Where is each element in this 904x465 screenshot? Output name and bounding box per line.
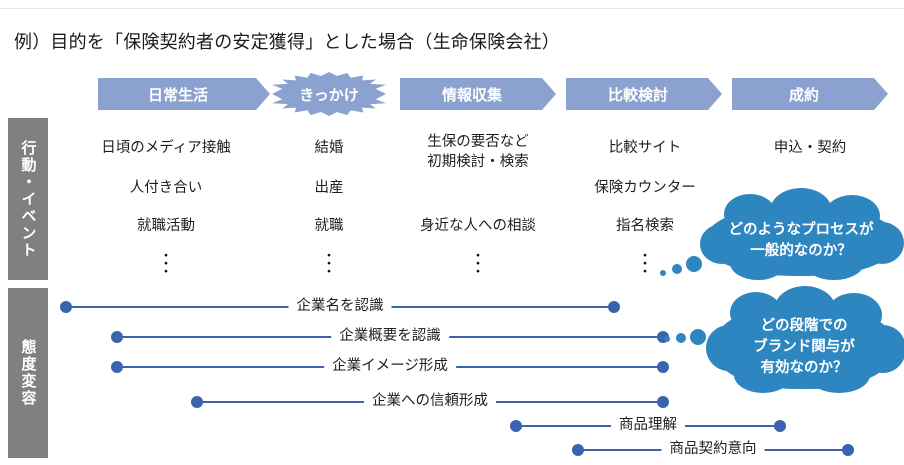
thought-bubble-text: どのようなプロセスが 一般的なのか？ (728, 222, 874, 259)
bar-end-dot (608, 301, 620, 313)
band-label-text: 態度変容 (19, 339, 37, 407)
bubble-tail-dot (664, 336, 670, 342)
attitude-bar-company-image-formation[interactable]: 企業イメージ形成 (111, 355, 669, 377)
bubble-lobe (774, 286, 836, 334)
ellipsis-dot: ・ (159, 264, 173, 279)
bubble-lobe (860, 325, 904, 373)
stage-header-information-gathering[interactable]: 情報収集 (400, 78, 556, 110)
attitude-bar-label: 商品理解 (611, 414, 685, 436)
action-cell: 結婚 (314, 140, 344, 156)
attitude-bar-company-trust-formation[interactable]: 企業への信頼形成 (191, 390, 669, 412)
bar-start-dot (510, 420, 522, 432)
band-label-text: 行動・イベント (19, 139, 37, 259)
bubble-tail-dot (672, 264, 682, 274)
band-label-action-event: 行動・イベント (8, 118, 48, 280)
thought-bubble-process-question: どのようなプロセスが 一般的なのか？ (660, 188, 904, 280)
attitude-bar-label: 企業イメージ形成 (324, 355, 456, 377)
bar-start-dot (572, 444, 584, 456)
bubble-lobe (770, 188, 832, 234)
top-divider (0, 8, 904, 9)
ellipsis-dot: ・ (471, 264, 485, 279)
ellipsis-dot: ・ (638, 248, 652, 263)
ellipsis-dot: ・ (159, 256, 173, 271)
action-cell: 出産 (314, 180, 344, 196)
action-cell: 人付き合い (129, 180, 203, 196)
attitude-bar-label: 企業名を認識 (288, 295, 392, 317)
action-cell: 比較サイト (608, 140, 682, 156)
bubble-tail-dot (676, 333, 686, 343)
bar-start-dot (111, 331, 123, 343)
bubble-lobe (804, 246, 864, 280)
action-cell: 指名検索 (616, 218, 674, 234)
bubble-lobe (860, 222, 904, 264)
bar-start-dot (191, 396, 203, 408)
action-cell: 日頃のメディア接触 (101, 140, 231, 156)
action-cell: 申込・契約 (773, 140, 847, 156)
attitude-bar-company-name-awareness[interactable]: 企業名を認識 (60, 295, 620, 317)
bar-start-dot (111, 361, 123, 373)
action-cell: 生保の要否など 初期検討・検索 (427, 134, 529, 170)
ellipsis-column-2: ・ ・ ・ (272, 248, 386, 279)
bar-end-dot (657, 396, 669, 408)
attitude-bar-label: 企業への信頼形成 (364, 390, 496, 412)
ellipsis-column-3: ・ ・ ・ (396, 248, 560, 279)
ellipsis-column-4: ・ ・ ・ (566, 248, 724, 279)
stage-header-trigger[interactable]: きっかけ (272, 72, 386, 116)
thought-bubble-brand-stage-question: どの段階での ブランド関与が 有効なのか？ (664, 286, 904, 393)
attitude-bar-company-overview-awareness[interactable]: 企業概要を認識 (111, 325, 669, 347)
ellipsis-dot: ・ (159, 248, 173, 263)
stage-header-daily-life[interactable]: 日常生活 (98, 78, 270, 110)
ellipsis-dot: ・ (322, 256, 336, 271)
attitude-bar-product-contract-intent[interactable]: 商品契約意向 (572, 438, 854, 460)
bubble-tail-dot (660, 270, 666, 276)
stage-header-label: 比較検討 (607, 86, 668, 104)
thought-bubble-text: どの段階での ブランド関与が 有効なのか？ (753, 317, 855, 376)
bubble-lobe (730, 246, 786, 280)
bar-end-dot (657, 361, 669, 373)
ellipsis-column-1: ・ ・ ・ (62, 248, 270, 279)
action-cell: 保険カウンター (594, 180, 696, 196)
bar-end-dot (842, 444, 854, 456)
stage-header-contract[interactable]: 成約 (732, 78, 888, 110)
ellipsis-dot: ・ (322, 248, 336, 263)
action-cell: 就職活動 (137, 218, 195, 234)
action-cell: 就職 (314, 218, 344, 234)
stage-header-label: 成約 (788, 86, 819, 104)
action-cell: 身近な人への相談 (420, 218, 536, 234)
attitude-bar-label: 企業概要を認識 (331, 325, 449, 347)
stage-header-comparison[interactable]: 比較検討 (566, 78, 722, 110)
stage-header-label: きっかけ (299, 86, 359, 104)
ellipsis-dot: ・ (471, 248, 485, 263)
ellipsis-dot: ・ (322, 264, 336, 279)
bar-start-dot (60, 301, 72, 313)
stage-header-label: 日常生活 (147, 86, 208, 104)
page-title: 例）目的を「保険契約者の安定獲得」とした場合（生命保険会社） (14, 32, 560, 52)
stage-header-label: 情報収集 (441, 86, 502, 104)
bubble-tail-dot (686, 256, 702, 272)
attitude-bar-label: 商品契約意向 (661, 438, 765, 460)
ellipsis-dot: ・ (638, 256, 652, 271)
ellipsis-dot: ・ (638, 264, 652, 279)
band-label-attitude-change: 態度変容 (8, 288, 48, 458)
attitude-bar-product-understanding[interactable]: 商品理解 (510, 414, 786, 436)
ellipsis-dot: ・ (471, 256, 485, 271)
bubble-lobe (808, 357, 870, 393)
bubble-tail-dot (690, 329, 706, 345)
bar-end-dot (774, 420, 786, 432)
bubble-lobe (734, 357, 792, 393)
